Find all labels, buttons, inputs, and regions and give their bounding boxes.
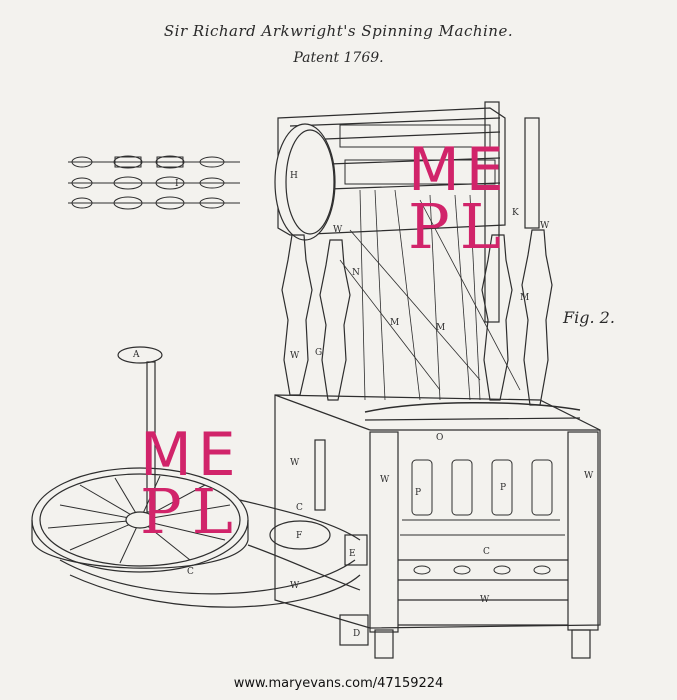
label-c3: C [187,567,194,577]
label-w5: W [584,471,594,481]
label-w3: W [290,458,300,468]
label-w8: W [290,581,300,591]
label-m2: M [390,318,399,328]
label-p1: P [415,488,421,498]
spindle-sketches [68,155,240,210]
label-p2: P [500,483,506,493]
label-n: N [352,268,360,278]
upper-frame [274,101,540,323]
watermark-upper: ME PL [408,140,511,258]
label-m1: M [520,293,529,303]
label-m3: M [436,323,445,333]
label-e: E [349,549,356,559]
label-f: F [296,531,302,541]
watermark-upper-top: ME [408,135,510,205]
label-w1: W [333,225,343,235]
label-w6: W [540,221,550,231]
label-a: A [132,350,140,360]
label-w4: W [380,475,390,485]
title-line-2: Patent 1769. [293,50,384,66]
label-i: I [175,179,179,189]
threads [339,189,521,401]
label-w7: W [480,595,490,605]
label-g: G [315,348,322,358]
letter-labels: A H W W W W W W W W M M M N K O P P C C … [132,171,594,639]
watermark-lower-bottom: PL [140,475,243,548]
label-w2: W [290,351,300,361]
title-line-1: Sir Richard Arkwright's Spinning Machine… [163,22,514,40]
drive-wheel [31,346,368,608]
label-k: K [512,208,519,218]
watermark-lower-top: ME [140,420,242,490]
footer-url[interactable]: www.maryevans.com/47159224 [233,676,444,691]
label-c1: C [483,547,490,557]
label-d: D [353,629,360,639]
watermark-upper-bottom: PL [408,190,511,263]
label-c2: C [296,503,303,513]
watermark-lower: ME PL [140,425,243,543]
lower-cabinet [274,394,601,659]
figure-label: Fig. 2. [563,308,615,327]
label-o: O [436,433,443,443]
label-h: H [290,171,298,181]
